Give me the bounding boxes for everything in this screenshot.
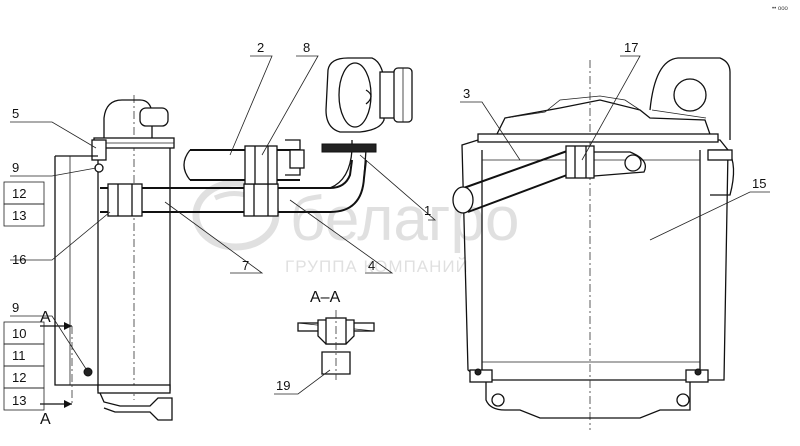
callout-12-top: 12 bbox=[12, 186, 26, 201]
callout-5: 5 bbox=[12, 106, 19, 121]
callout-box-13-top bbox=[3, 203, 45, 227]
callout-2: 2 bbox=[257, 40, 264, 55]
section-title: А–А bbox=[310, 289, 341, 306]
callout-4: 4 bbox=[368, 258, 375, 273]
callout-7: 7 bbox=[242, 258, 249, 273]
callout-12-bottom: 12 bbox=[12, 370, 26, 385]
callout-10: 10 bbox=[12, 326, 26, 341]
callout-13-top: 13 bbox=[12, 208, 26, 223]
section-mark-top: А bbox=[40, 309, 51, 326]
right-view bbox=[452, 57, 735, 430]
callout-labels: 5 9 12 13 16 9 10 11 12 13 2 8 7 4 1 3 1… bbox=[3, 40, 766, 411]
turbocharger bbox=[325, 57, 413, 133]
callout-19: 19 bbox=[276, 378, 290, 393]
left-view: А А bbox=[40, 57, 413, 428]
callout-8: 8 bbox=[303, 40, 310, 55]
section-mark-bottom: А bbox=[40, 411, 51, 428]
watermark-brand: белагро bbox=[290, 185, 519, 254]
callout-16: 16 bbox=[12, 252, 26, 267]
callout-15: 15 bbox=[752, 176, 766, 191]
callout-11: 11 bbox=[12, 348, 26, 363]
leader-lines bbox=[10, 55, 770, 395]
callout-9-bottom: 9 bbox=[12, 300, 19, 315]
watermark: белагро ГРУППА КОМПАНИЙ bbox=[192, 179, 519, 276]
callout-1: 1 bbox=[424, 203, 431, 218]
callout-13-bottom: 13 bbox=[12, 393, 26, 408]
callout-9-top: 9 bbox=[12, 160, 19, 175]
section-aa-detail: А–А bbox=[297, 289, 375, 380]
callout-box-13-bottom bbox=[3, 387, 45, 411]
callout-3: 3 bbox=[463, 86, 470, 101]
corner-mark: •• ooo bbox=[772, 6, 789, 12]
watermark-subtitle: ГРУППА КОМПАНИЙ bbox=[285, 257, 469, 276]
callout-17: 17 bbox=[624, 40, 638, 55]
